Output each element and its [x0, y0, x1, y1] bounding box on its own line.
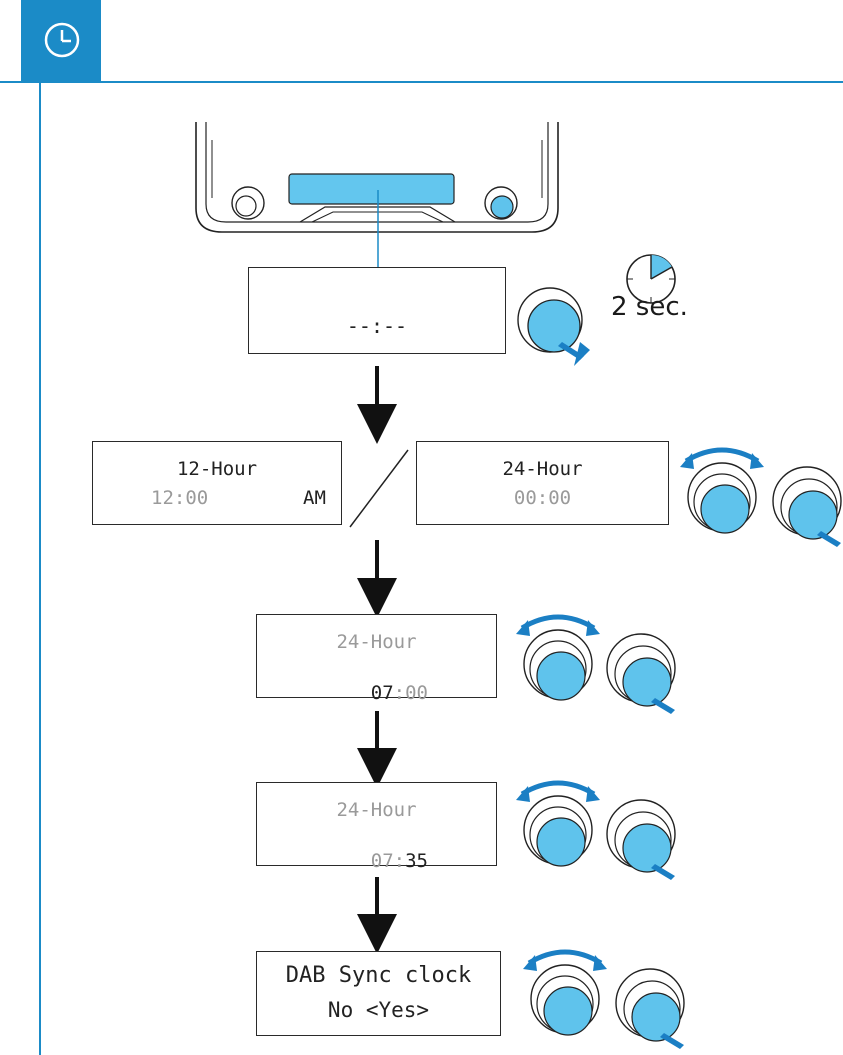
- header-rule: [0, 81, 843, 83]
- clock-icon: [44, 22, 80, 58]
- time-12: 12:00: [151, 487, 209, 509]
- display-set-hour: 24-Hour 07:00: [256, 614, 497, 704]
- or-slash: [349, 449, 409, 528]
- turn-knob-icon-4: [516, 780, 600, 867]
- dab-sync-options: No <Yes>: [327, 998, 430, 1022]
- right-knob-icon: [490, 195, 514, 219]
- format-label-step3: 24-Hour: [336, 631, 417, 653]
- hold-duration-label: 2 sec.: [611, 292, 688, 322]
- minute-value: 00: [405, 682, 428, 704]
- turn-knob-icon-5: [523, 949, 607, 1036]
- turn-knob-icon-3: [516, 614, 600, 701]
- format-label-24: 24-Hour: [502, 458, 583, 480]
- hour-value: 07: [370, 682, 394, 704]
- am-pm-indicator: AM: [303, 487, 326, 509]
- press-knob-icon-3: [606, 633, 676, 714]
- display-12-hour: 12-Hour 12:00 AM: [92, 441, 342, 525]
- header-clock-tab: [21, 0, 101, 82]
- time-24: 00:00: [513, 487, 572, 509]
- hour-value: 07: [370, 850, 394, 872]
- radio-display-screen: [288, 173, 455, 205]
- radio-device: [195, 122, 559, 268]
- margin-rule: [39, 81, 41, 1055]
- press-knob-icon-1: [517, 287, 590, 366]
- press-knob-icon-4: [606, 799, 676, 880]
- format-label-12: 12-Hour: [176, 458, 258, 480]
- display-24-hour: 24-Hour 00:00: [416, 441, 669, 525]
- display-dab-sync: DAB Sync clock No <Yes>: [256, 951, 501, 1036]
- turn-knob-icon-2: [680, 447, 764, 534]
- format-label-step4: 24-Hour: [336, 799, 417, 821]
- display-placeholder-time: --:--: [346, 314, 408, 338]
- press-knob-icon-2: [772, 466, 842, 547]
- time-separator: :: [393, 850, 406, 872]
- display-set-minute: 24-Hour 07:35: [256, 782, 497, 872]
- press-knob-icon-5: [615, 968, 685, 1049]
- dab-sync-label: DAB Sync clock: [285, 963, 472, 988]
- timer-icon: [626, 254, 676, 304]
- time-separator: :: [393, 682, 406, 704]
- minute-value: 35: [405, 850, 428, 872]
- display-initial: --:--: [248, 267, 506, 354]
